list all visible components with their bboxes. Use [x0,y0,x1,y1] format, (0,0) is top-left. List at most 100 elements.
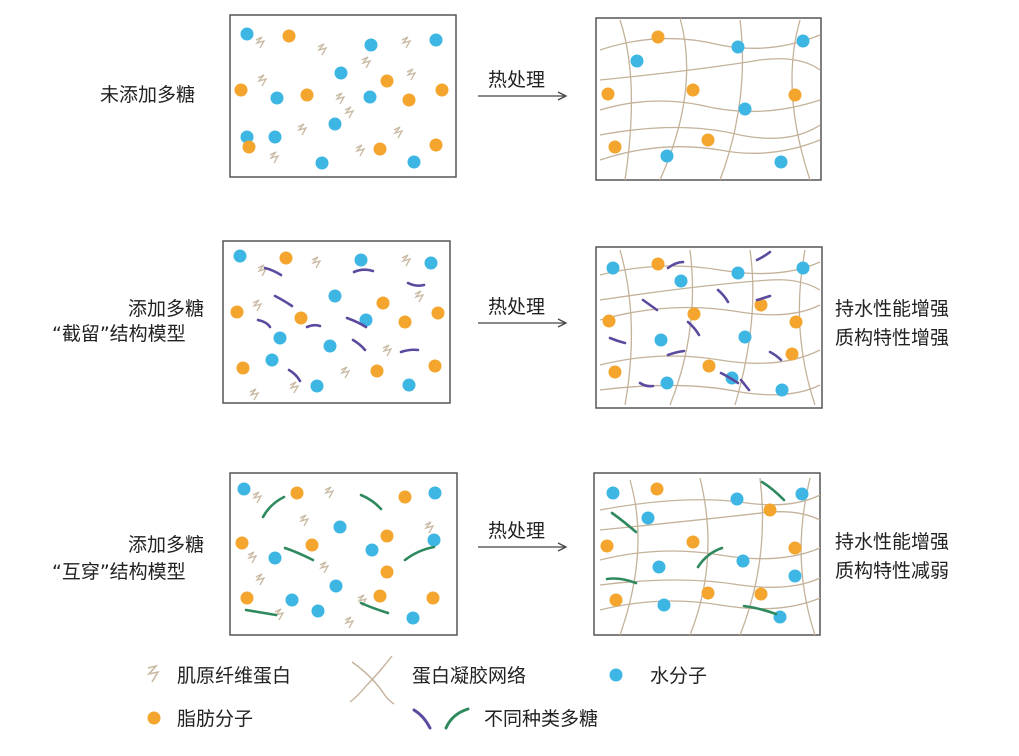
gel-network-strand [599,279,821,301]
water-molecule [359,313,373,327]
row3-before-particles [235,482,442,629]
myofibrillar-protein [361,56,372,69]
fat-molecule [380,529,394,543]
green-polysaccharide [261,495,286,519]
fat-molecule [376,296,390,310]
water-molecule [354,253,368,267]
myofibrillar-protein [299,514,310,527]
water-molecule [788,569,802,583]
fat-molecule [651,30,665,44]
water-molecule [795,487,809,501]
row3-left-label-line2: “互穿”结构模型 [52,561,186,583]
row2-right-label-line2: 质构特性增强 [835,327,949,349]
myofibrillar-protein [424,521,435,534]
water-molecule [424,256,438,270]
row2-heat-arrow [478,318,568,328]
fat-molecule [398,490,412,504]
water-molecule [240,27,254,41]
legend-water-label: 水分子 [650,665,707,687]
purple-polysaccharide [686,320,701,337]
purple-polysaccharide [768,350,783,362]
water-molecule [265,353,279,367]
row3-heat-arrow [478,542,568,552]
water-molecule [796,261,810,275]
purple-polysaccharide [638,381,655,388]
row3-left-label-line1: 添加多糖 [128,534,204,556]
row2-before-panel [222,240,451,404]
water-molecule [775,383,789,397]
gel-network-strand [739,477,764,636]
fat-molecule [435,83,449,97]
myofibrillar-protein [255,573,266,586]
purple-polysaccharide [641,298,659,312]
water-molecule [674,274,688,288]
water-molecule [738,102,752,116]
legend-fat: 脂肪分子 [147,708,253,730]
row3-right-label-line1: 持水性能增强 [835,531,949,553]
gel-network-strand [599,547,821,561]
fat-molecule [789,315,803,329]
water-molecule [270,91,284,105]
myofibrillar-protein [297,123,308,136]
row1-left-label: 未添加多糖 [100,84,195,106]
row-1: 未添加多糖 热处理 [100,14,822,181]
myofibrillar-protein [311,256,322,269]
myofibrillar-protein [269,151,280,164]
water-molecule [606,486,620,500]
purple-polysaccharide [666,260,685,270]
fat-molecule [294,311,308,325]
water-molecule [731,40,745,54]
legend: 肌原纤维蛋白 蛋白凝胶网络 水分子 脂肪分子 不同种类多糖 [146,655,707,730]
row1-arrow-label: 热处理 [488,69,545,91]
gel-network-strand [669,249,694,406]
water-molecule [407,155,421,169]
water-molecule [774,155,788,169]
row1-before-panel [229,14,457,178]
purple-polysaccharide [256,318,272,329]
gel-network-strand [734,249,754,406]
green-polysaccharide [605,577,638,585]
fat-molecule [402,93,416,107]
gel-network-strand [619,249,633,406]
fat-molecule [609,593,623,607]
purple-polysaccharide [755,294,772,302]
purple-polysaccharide [406,281,426,287]
myofibrillar-protein [344,616,355,629]
water-molecule [402,378,416,392]
water-molecule [363,90,377,104]
water-molecule-icon [609,668,623,682]
gel-network-strand [599,34,821,51]
green-polysaccharide-icon [444,707,470,730]
fat-molecule [701,133,715,147]
fat-molecule [686,535,700,549]
green-polysaccharide [283,546,315,562]
green-polysaccharide [696,546,724,569]
fat-molecule [763,503,777,517]
fat-molecule [300,88,314,102]
myofibrillar-protein [247,551,258,564]
water-molecule [328,117,342,131]
water-molecule [652,560,666,574]
gel-network-strand [719,19,744,181]
fat-molecule [380,74,394,88]
myofibrillar-protein [252,299,263,312]
myofibrillar-protein [257,264,268,277]
water-molecule [268,551,282,565]
gel-network-strand [599,384,821,396]
purple-polysaccharide-icon [412,708,432,730]
myofibrillar-protein [357,594,368,607]
myofibrillar-protein [252,491,263,504]
gel-network-icon [349,655,395,705]
fat-molecule [754,587,768,601]
myofibrillar-protein [317,43,328,56]
gel-network-strand [619,19,633,181]
green-polysaccharide [359,493,383,511]
row2-before-particles [230,249,445,401]
fat-molecule [702,359,716,373]
water-molecule [323,339,337,353]
myofibrillar-protein [393,126,404,139]
water-molecule [429,33,443,47]
myofibrillar-protein [406,68,417,81]
fat-molecule [373,142,387,156]
